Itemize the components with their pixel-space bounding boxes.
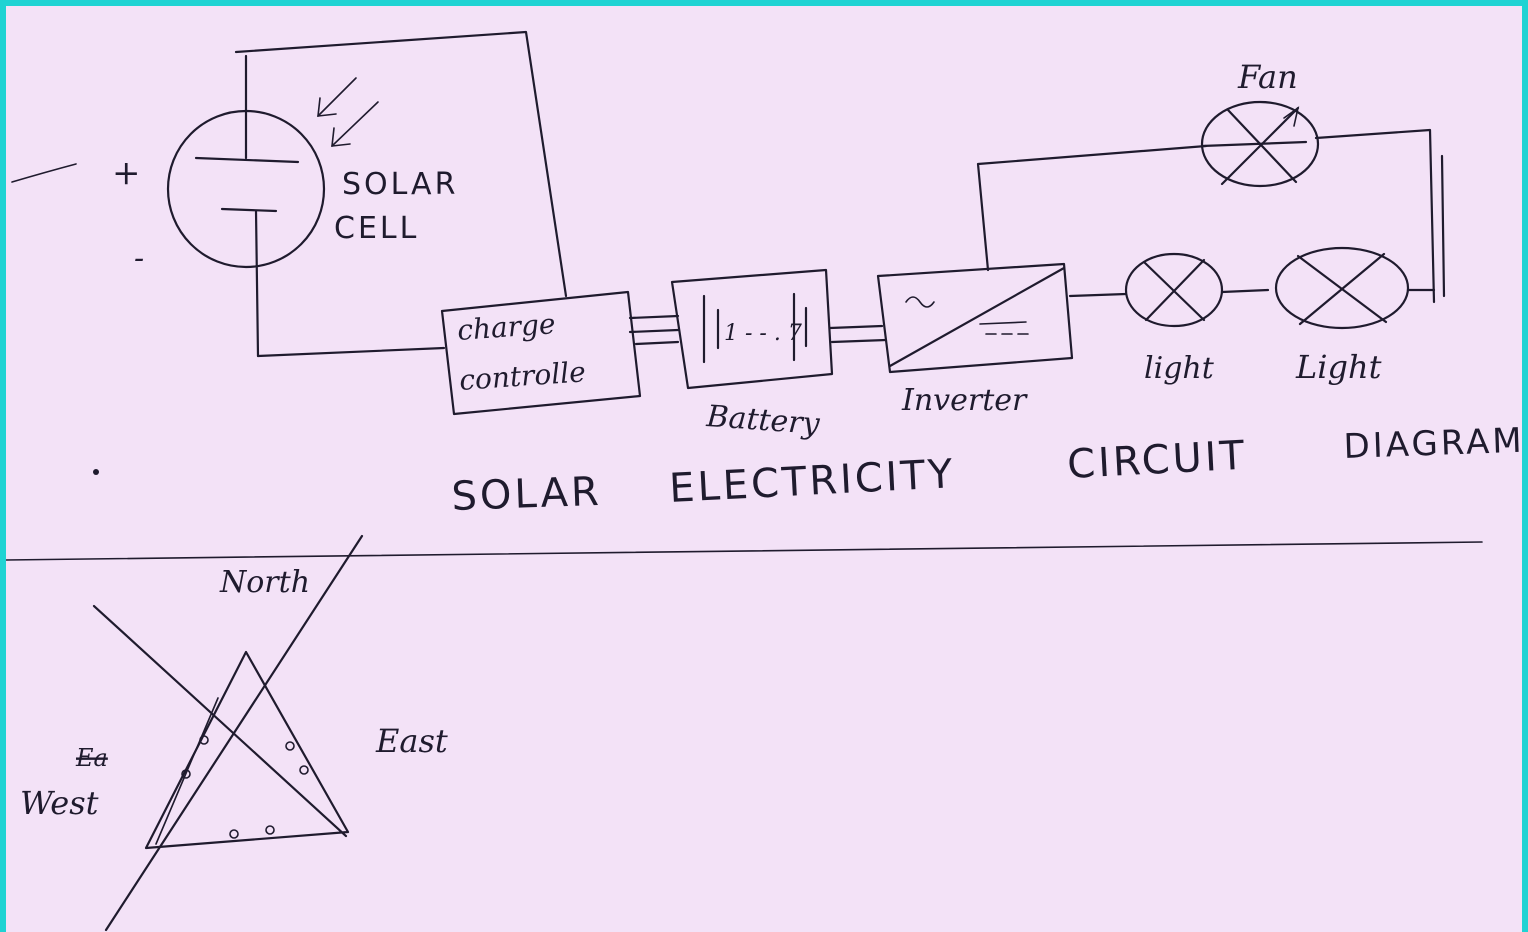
east-label: East [375,722,448,760]
inverter-box [876,262,1074,374]
section-divider [6,541,1483,561]
north-label: North [219,565,310,600]
wire-cell-positive [234,30,568,298]
wire-controller-battery-2 [628,328,680,334]
orientation-sketch [92,534,364,932]
charge-controller-box [440,290,642,416]
wire-fan-return [1314,128,1436,304]
wire-inverter-light1 [1068,292,1128,298]
battery-cells-label: 1 - - . 7 [724,321,802,346]
light-2-label: Light [1295,348,1382,386]
battery-label: Battery [704,399,821,442]
sunlight-arrows-icon [317,77,379,147]
diagram-title: SOLAR ELECTRICITY CIRCUIT DIAGRAM [451,421,1522,520]
wire-light1-light2 [1220,288,1270,294]
solar-cell-label-line2: CELL [334,211,419,246]
light-2-symbol [1274,246,1410,330]
cell-negative-plate [220,207,278,213]
west-crossed-label: Ea [75,744,108,772]
stray-dot [93,469,99,475]
diagram-sheet: + - SOLAR CELL charge controlle 1 - - . … [6,6,1522,932]
ac-wave-icon [905,296,935,308]
cross-axis-line [92,604,348,838]
inverter-label: Inverter [901,383,1028,418]
stray-stroke [11,163,77,183]
solar-cell-symbol [166,54,326,358]
cell-bottom-lead [254,209,260,358]
wire-inverter-fan [976,144,1208,272]
solar-circuit-sketch: + - SOLAR CELL charge controlle 1 - - . … [6,30,1522,932]
fan-label: Fan [1237,58,1298,96]
fan-symbol [1200,100,1320,188]
return-wire-stroke [1440,154,1446,298]
wire-battery-inverter-2 [830,338,888,344]
battery-box [670,268,834,390]
cell-positive-plate [194,156,300,164]
title-word-circuit: CIRCUIT [1066,433,1248,488]
wire-controller-battery-3 [634,340,680,346]
solar-cell-label-line1: SOLAR [342,167,458,202]
inverter-diagonal [888,266,1066,368]
wire-battery-inverter-1 [828,324,884,330]
title-word-electricity: ELECTRICITY [668,451,956,512]
wire-cell-negative [256,346,446,358]
light-1-label: light [1144,351,1215,386]
charge-controller-label-line2: controlle [458,355,587,397]
title-word-solar: SOLAR [451,469,603,520]
dc-line-icon [979,321,1027,325]
negative-terminal-label: - [134,241,144,276]
west-label: West [20,784,99,822]
light-1-symbol [1124,252,1224,328]
positive-terminal-label: + [112,153,141,193]
title-word-diagram: DIAGRAM [1343,421,1522,467]
charge-controller-label-line1: charge [456,307,556,347]
wire-controller-battery-1 [628,314,680,320]
